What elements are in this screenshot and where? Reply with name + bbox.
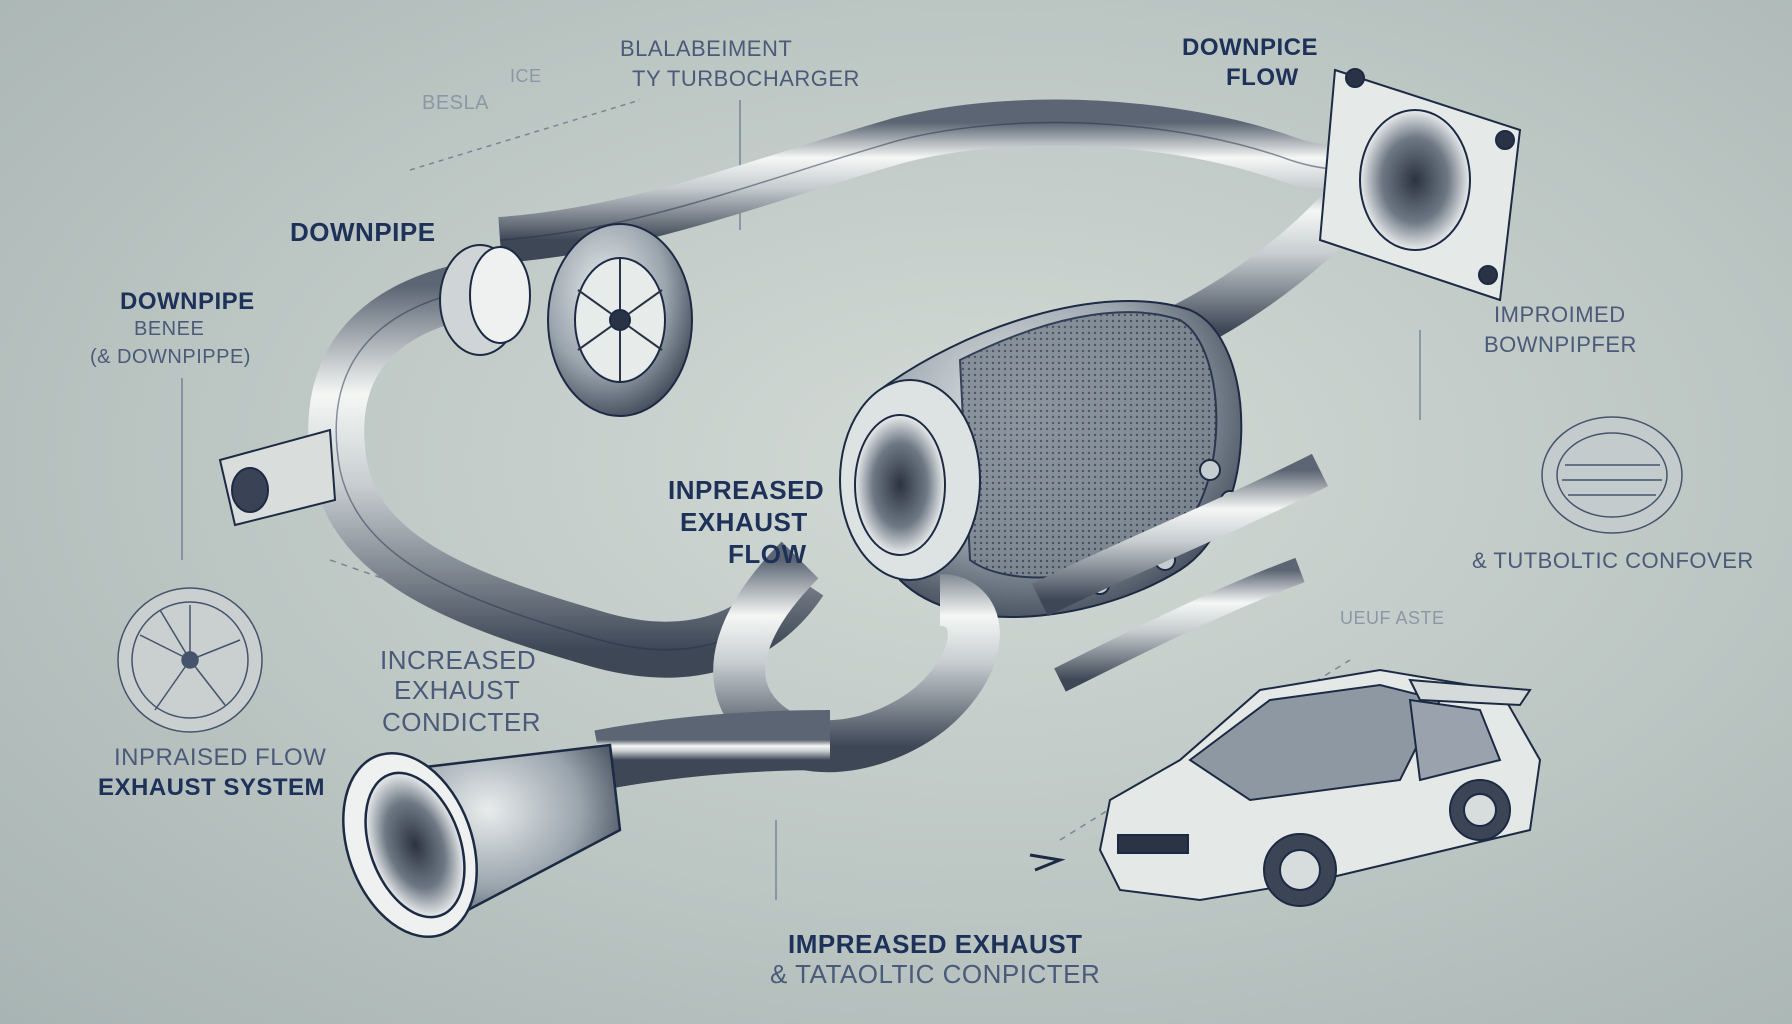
label-inpraised-line2: EXHAUST SYSTEM: [98, 774, 326, 801]
turbocharger: [547, 223, 693, 417]
label-increased-line3: CONDICTER: [382, 707, 542, 737]
label-downpipe-flow-line2: FLOW: [1226, 64, 1299, 91]
label-center-line2: EXHAUST: [680, 507, 808, 537]
label-left-line1: DOWNPIPE: [120, 288, 255, 315]
label-center-line1: INPREASED: [668, 475, 825, 505]
lower-right-pipe: [1031, 453, 1329, 617]
label-improved-line1: IMPROIMED: [1494, 302, 1626, 327]
side-pipe: [1054, 557, 1305, 692]
label-left-line3: (& DOWNPIPPE): [90, 346, 251, 368]
label-faint-right: UEUF ASTE: [1340, 608, 1445, 628]
flow-arrow: [1029, 853, 1066, 872]
label-tutboltic: & TUTBOLTIC CONFOVER: [1472, 548, 1754, 573]
label-increased-line1: INCREASED: [380, 645, 537, 675]
lower-bend-pipe: [713, 541, 1000, 773]
pipe-coupling: [439, 244, 531, 356]
leader-line: [409, 99, 641, 171]
car-illustration: [1098, 668, 1542, 907]
label-turbocharger-line1: BLALABEIMENT: [620, 36, 793, 61]
label-center-line3: FLOW: [728, 539, 807, 569]
label-inpraised-line1: INPRAISED FLOW: [114, 744, 327, 771]
left-bracket: [218, 428, 337, 527]
catalytic-converter: [839, 300, 1243, 618]
label-bottom-line2: & TATAOLTIC CONPICTER: [770, 959, 1101, 989]
label-downpipe-flow-line1: DOWNPICE: [1182, 34, 1318, 61]
label-faint-top: BESLA: [422, 92, 489, 114]
label-turbocharger-line2: TY TURBOCHARGER: [632, 66, 860, 91]
exhaust-tip: [342, 743, 622, 939]
label-bottom-line1: IMPREASED EXHAUST: [788, 929, 1083, 959]
tail-pipe: [594, 710, 831, 790]
label-downpipe: DOWNPIPE: [290, 217, 436, 247]
label-left-line2: BENEE: [134, 318, 205, 340]
converter-detail: [1541, 416, 1683, 534]
fan-detail: [117, 587, 263, 733]
label-improved-line2: BOWNPIPFER: [1484, 332, 1637, 357]
flange-plate: [1318, 68, 1522, 302]
label-increased-line2: EXHAUST: [394, 675, 521, 705]
label-faint-small: ICE: [510, 66, 542, 86]
